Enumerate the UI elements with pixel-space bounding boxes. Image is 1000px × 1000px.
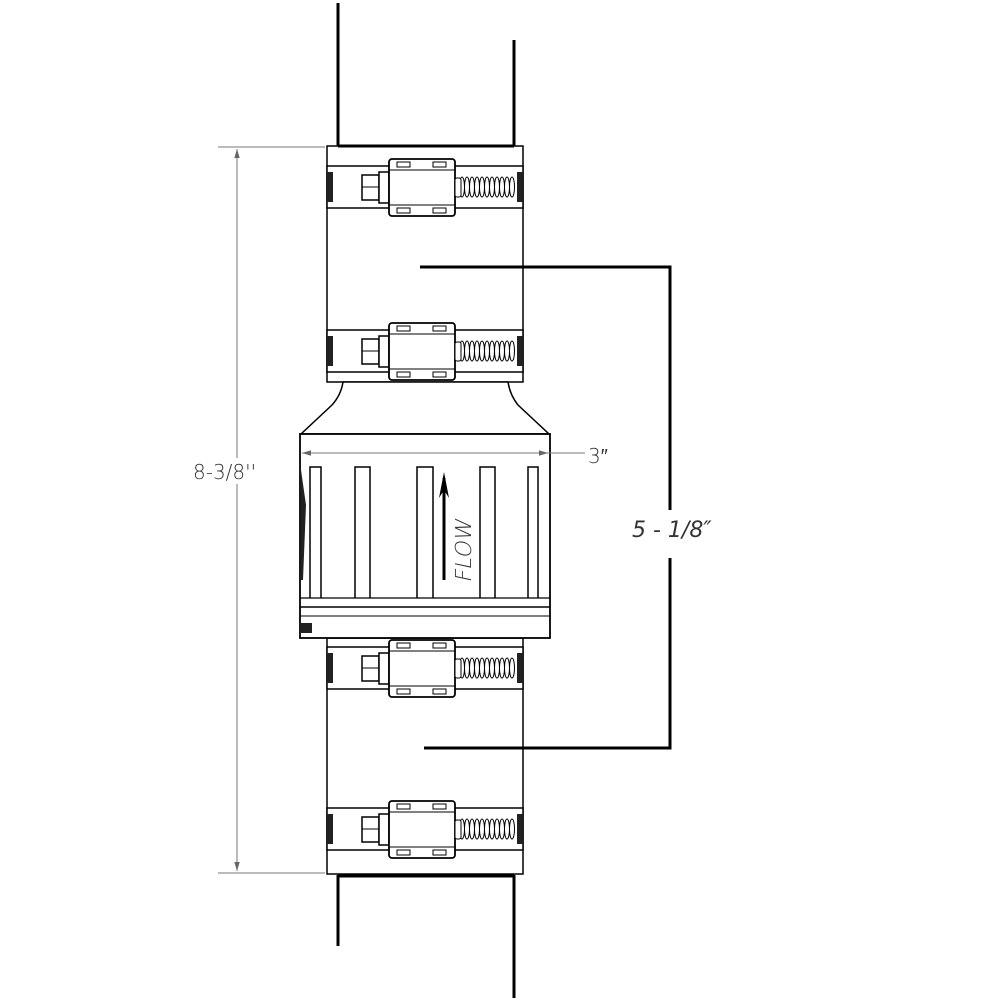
top-pipe <box>336 3 516 146</box>
valve-body <box>299 433 551 639</box>
hose-clamp <box>326 800 524 859</box>
diameter-label: 3″ <box>588 444 608 468</box>
center-length-bracket <box>420 265 672 750</box>
flow-label: FLOW <box>451 516 477 585</box>
overall-length-label: 8-3/8'' <box>193 460 256 484</box>
hose-clamp <box>326 158 524 217</box>
brand-logo <box>301 470 306 580</box>
label-mark <box>300 623 312 633</box>
overall-length-dimension <box>195 146 325 874</box>
hose-clamp <box>326 639 524 698</box>
hose-clamp <box>326 322 524 381</box>
flow-arrow <box>439 472 449 580</box>
center-length-label: 5 - 1/8″ <box>632 518 712 543</box>
transition-cone <box>299 381 551 435</box>
bottom-pipe <box>336 874 516 998</box>
